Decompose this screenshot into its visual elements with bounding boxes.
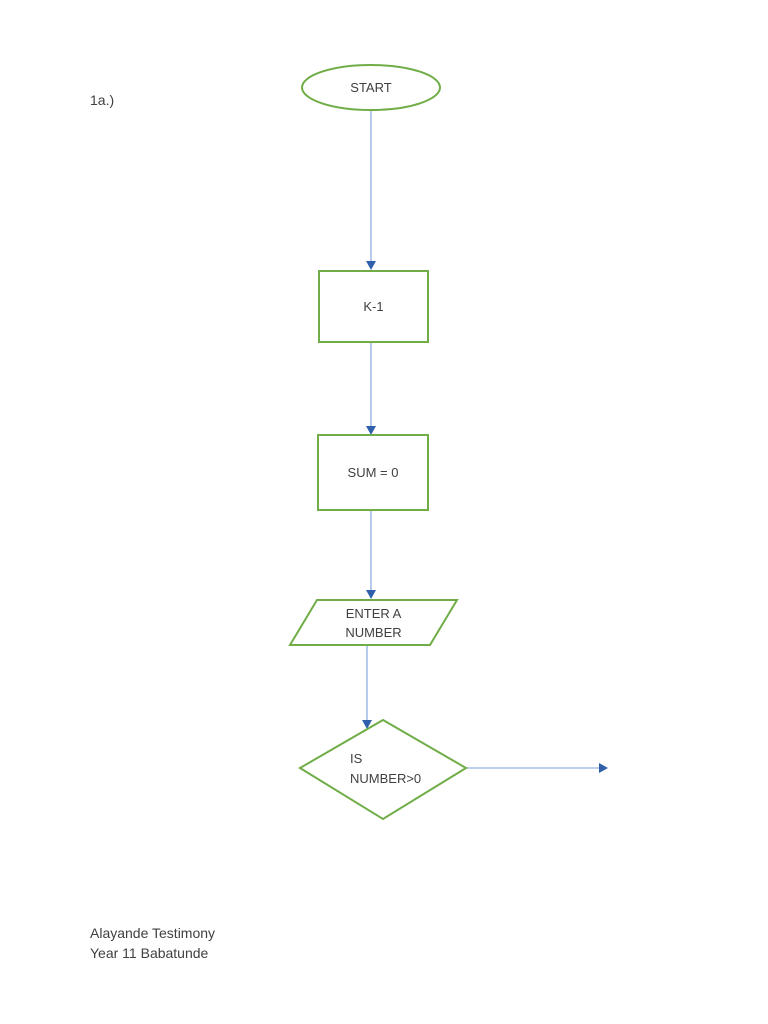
arrowhead-right-icon [599, 763, 608, 773]
footer-author-class: Year 11 Babatunde [90, 945, 209, 961]
footer-author-name: Alayande Testimony [90, 925, 216, 941]
input-label-line2: NUMBER [345, 624, 402, 640]
decision-label: IS NUMBER>0 [350, 749, 462, 791]
arrowhead-down-icon [366, 261, 376, 270]
k1-label: K-1 [363, 299, 384, 314]
connector-start-to-k1 [366, 110, 376, 270]
arrowhead-down-icon [362, 720, 372, 729]
arrowhead-down-icon [366, 590, 376, 599]
start-terminator-shape [301, 64, 441, 111]
process-sum-shape [317, 434, 429, 511]
input-label-line1: ENTER A [345, 605, 402, 621]
decision-label-line1: IS [350, 751, 363, 766]
footer: Alayande Testimony Year 11 Babatunde [90, 923, 215, 963]
process-k1-shape [318, 270, 429, 343]
arrowhead-down-icon [366, 426, 376, 435]
decision-diamond-shape [298, 718, 468, 821]
start-label: START [350, 80, 392, 95]
connector-sum-to-input [366, 511, 376, 599]
input-label: ENTER A NUMBER [290, 600, 457, 645]
decision-label-line2: NUMBER>0 [350, 771, 422, 786]
connector-decision-to-right [467, 763, 608, 773]
sum-label: SUM = 0 [347, 465, 399, 480]
connector-k1-to-sum [366, 343, 376, 435]
exercise-label: 1a.) [90, 92, 115, 108]
connector-input-to-decision [362, 646, 372, 729]
input-parallelogram-shape [288, 599, 459, 646]
